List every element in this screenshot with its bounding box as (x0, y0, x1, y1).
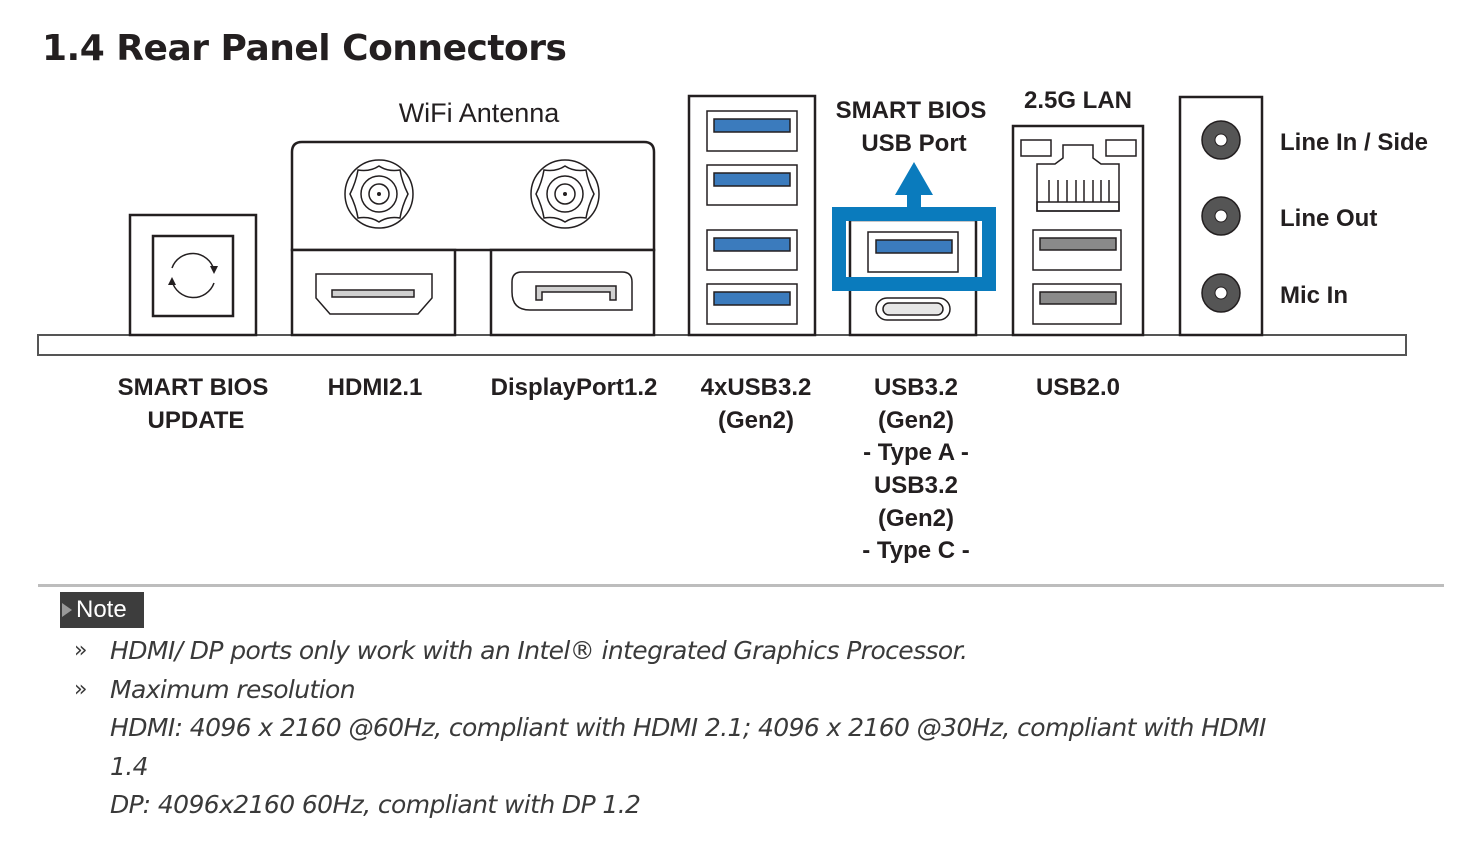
label-line: USB2.0 (1036, 374, 1120, 401)
audio-label-line-in: Line In / Side (1280, 129, 1428, 156)
note-text: Maximum resolution (110, 674, 356, 704)
usb20-port-2 (1032, 283, 1122, 325)
label-line: - Type C - (862, 537, 970, 564)
smart-bios-usb-port-label-line2: USB Port (861, 130, 966, 157)
label-line: (Gen2) (878, 407, 954, 434)
audio-jack-line-in (1201, 120, 1241, 160)
wifi-antenna-connector-2 (530, 159, 600, 229)
usb32-port-2 (706, 164, 798, 206)
wifi-antenna-block (290, 140, 656, 252)
usb32-port-4 (706, 283, 798, 325)
label-usb32-x4: 4xUSB3.2 (Gen2) (701, 374, 812, 434)
note-text: HDMI: 4096 x 2160 @60Hz, compliant with … (110, 713, 1266, 742)
audio-jack-line-out (1201, 196, 1241, 236)
note-text: DP: 4096x2160 60Hz, compliant with DP 1.… (110, 790, 641, 819)
label-line: SMART BIOS (118, 374, 269, 401)
audio-jack-mic-in (1201, 273, 1241, 313)
smart-bios-usb-highlight (832, 162, 996, 291)
label-line: HDMI2.1 (328, 374, 423, 401)
arrow-up-icon (895, 162, 933, 210)
label-displayport: DisplayPort1.2 (491, 374, 658, 401)
note-text: HDMI/ DP ports only work with an Intel® … (110, 636, 968, 665)
wifi-antenna-connector-1 (344, 159, 414, 229)
rear-panel-diagram: WiFi Antenna (37, 87, 1428, 564)
usb20-port-1 (1032, 229, 1122, 271)
label-hdmi: HDMI2.1 (328, 374, 423, 401)
panel-base-plate (37, 334, 1407, 356)
label-usb32-typea-typec: USB3.2 (Gen2) - Type A - USB3.2 (Gen2) -… (862, 374, 970, 564)
lan-usb20-stack (1011, 124, 1145, 337)
label-line: USB3.2 (874, 472, 958, 499)
label-line: UPDATE (148, 407, 245, 434)
audio-label-line-out: Line Out (1280, 205, 1377, 232)
label-line: (Gen2) (878, 505, 954, 532)
note-badge-label: Note (76, 596, 127, 623)
label-usb20: USB2.0 (1036, 374, 1120, 401)
label-line: USB3.2 (874, 374, 958, 401)
label-line: DisplayPort1.2 (491, 374, 658, 401)
usb32-port-3 (706, 229, 798, 271)
refresh-icon (168, 252, 218, 299)
triangle-right-icon (62, 603, 72, 617)
label-line: 4xUSB3.2 (701, 374, 812, 401)
usb-typec-port (875, 297, 951, 321)
label-smart-bios-update: SMART BIOS UPDATE (118, 374, 269, 434)
label-line: (Gen2) (718, 407, 794, 434)
rj45-lan-port (1020, 139, 1137, 212)
note-text: 1.4 (110, 751, 149, 781)
audio-jacks (1178, 95, 1264, 337)
note-badge: Note (60, 592, 144, 628)
label-line: - Type A - (863, 439, 969, 466)
hdmi-port (290, 248, 457, 337)
smart-bios-usb-port-label-line1: SMART BIOS (836, 97, 987, 124)
displayport-port (489, 248, 656, 337)
section-divider (38, 584, 1444, 587)
wifi-antenna-label: WiFi Antenna (399, 98, 561, 128)
lan-label: 2.5G LAN (1024, 87, 1132, 114)
usb32-gen2-x4-ports (687, 94, 817, 337)
bullet-icon: » (74, 638, 88, 663)
section-title: 1.4 Rear Panel Connectors (42, 28, 567, 69)
bullet-icon: » (74, 676, 88, 702)
usb32-port-1 (706, 110, 798, 152)
audio-label-mic-in: Mic In (1280, 282, 1348, 309)
smart-bios-update-button (128, 213, 258, 337)
